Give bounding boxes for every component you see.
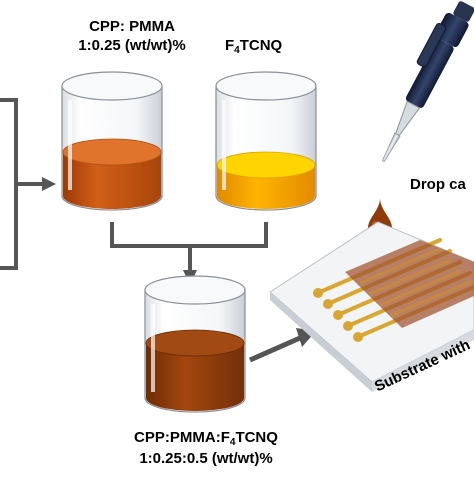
cpp-pmma-ratio: 1:0.25 (wt/wt)% [78, 37, 186, 54]
mixture-label: CPP:PMMA:F4TCNQ [106, 429, 306, 448]
f4tcnq-suffix: TCNQ [239, 37, 283, 54]
beaker-f4tcnq [215, 71, 317, 211]
mixture-ratio-label: 1:0.25:0.5 (wt/wt)% [106, 450, 306, 467]
drop-cast-text: Drop ca [410, 176, 466, 193]
beaker-mixture [144, 275, 246, 413]
mixture-solution [146, 343, 244, 411]
cpp-pmma-name: CPP: PMMA [89, 18, 175, 35]
arrow-to-substrate [248, 328, 316, 363]
cpp-pmma-solution [63, 152, 161, 209]
mixture-subscript: 4 [229, 437, 236, 448]
input-bracket [0, 98, 56, 270]
cpp-pmma-ratio-label: 1:0.25 (wt/wt)% [52, 37, 212, 54]
f4tcnq-prefix: F [225, 37, 235, 54]
mixture-suffix: TCNQ [235, 429, 278, 446]
beaker-cpp-pmma [61, 71, 163, 211]
mixture-ratio: 1:0.25:0.5 (wt/wt)% [139, 450, 273, 467]
mixture-prefix: CPP:PMMA:F [134, 429, 230, 446]
cpp-pmma-label: CPP: PMMA [62, 18, 202, 35]
f4tcnq-label: F4TCNQ [225, 37, 283, 56]
pipette [381, 1, 474, 163]
substrate-device [269, 221, 474, 392]
f4tcnq-subscript: 4 [234, 45, 240, 56]
drop-cast-label: Drop ca [410, 176, 466, 193]
